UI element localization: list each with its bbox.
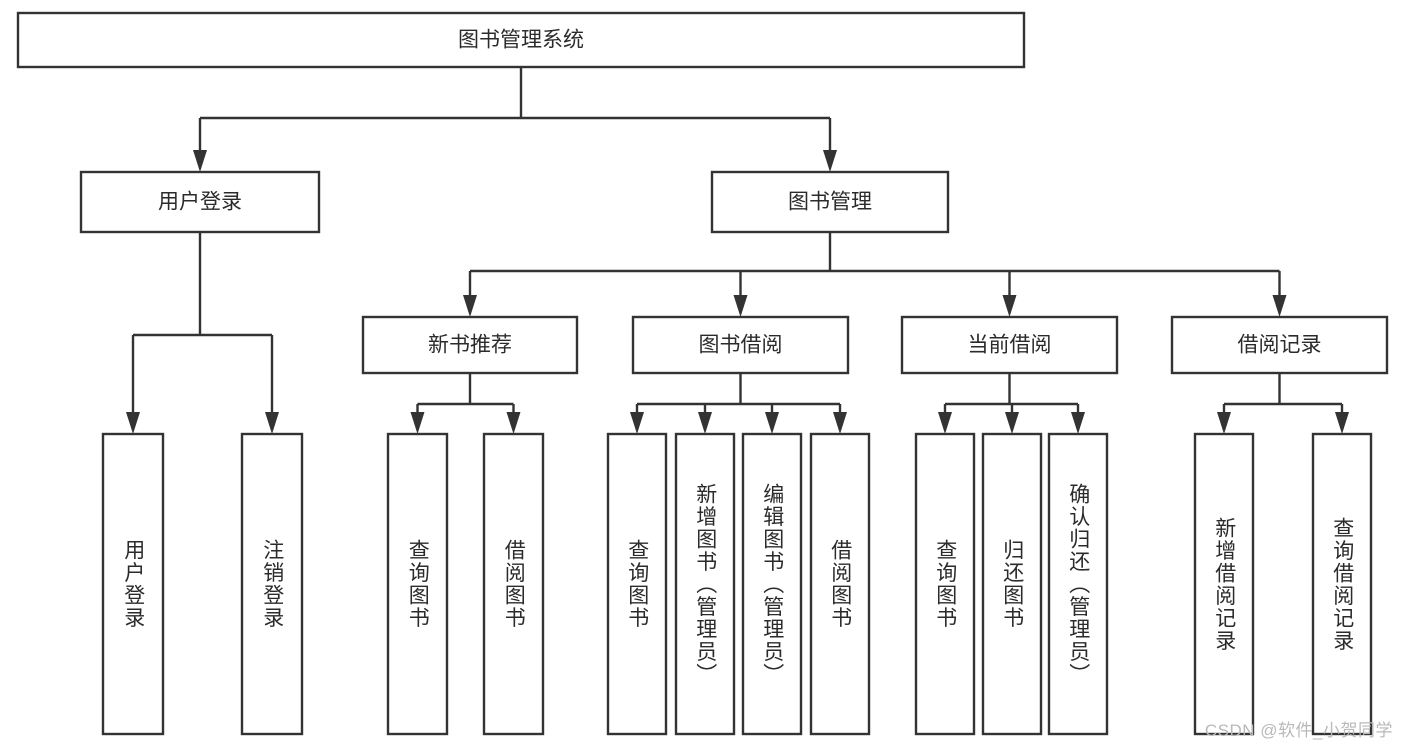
arrow-head-icon bbox=[463, 295, 477, 317]
node-label-login: 用户登录 bbox=[158, 191, 242, 214]
node-label-current: 当前借阅 bbox=[968, 334, 1052, 357]
node-box-login[interactable] bbox=[79, 170, 321, 234]
arrow-head-icon bbox=[1071, 412, 1085, 434]
node-box-bookmgmt[interactable] bbox=[710, 170, 950, 234]
node-box-leaf-user-login[interactable] bbox=[101, 432, 165, 736]
node-leaf-newbook-query[interactable] bbox=[386, 432, 449, 736]
watermark-text: CSDN @软件_小贺同学 bbox=[1204, 721, 1393, 740]
connector-group bbox=[410, 373, 521, 434]
node-box-leaf-current-query[interactable] bbox=[914, 432, 976, 736]
arrow-head-icon bbox=[1335, 412, 1349, 434]
node-box-leaf-record-query[interactable] bbox=[1311, 432, 1373, 736]
node-current[interactable]: 当前借阅 bbox=[900, 315, 1119, 375]
node-label-bookmgmt: 图书管理 bbox=[788, 191, 872, 214]
node-leaf-borrow-query[interactable] bbox=[606, 432, 668, 736]
arrow-head-icon bbox=[1272, 295, 1287, 317]
arrow-head-icon bbox=[833, 412, 847, 434]
connector-group bbox=[193, 67, 837, 172]
node-leaf-user-logout[interactable] bbox=[240, 432, 304, 736]
node-leaf-current-query[interactable] bbox=[914, 432, 976, 736]
node-box-borrow[interactable] bbox=[631, 315, 850, 375]
arrow-head-icon bbox=[506, 412, 521, 434]
arrow-head-icon bbox=[630, 412, 644, 434]
arrow-head-icon bbox=[1217, 412, 1231, 434]
node-box-leaf-current-confirm[interactable] bbox=[1047, 432, 1109, 736]
arrow-head-icon bbox=[823, 150, 837, 172]
node-box-leaf-borrow-lend[interactable] bbox=[809, 432, 871, 736]
node-borrow[interactable]: 图书借阅 bbox=[631, 315, 850, 375]
node-root[interactable]: 图书管理系统 bbox=[16, 11, 1026, 69]
node-records[interactable]: 借阅记录 bbox=[1170, 315, 1389, 375]
node-newbook[interactable]: 新书推荐 bbox=[361, 315, 579, 375]
node-box-leaf-current-return[interactable] bbox=[981, 432, 1043, 736]
node-box-leaf-user-logout[interactable] bbox=[240, 432, 304, 736]
node-box-leaf-record-add[interactable] bbox=[1193, 432, 1255, 736]
arrow-head-icon bbox=[733, 295, 748, 317]
node-box-leaf-borrow-add[interactable] bbox=[674, 432, 736, 736]
node-leaf-newbook-borrow[interactable] bbox=[482, 432, 545, 736]
node-leaf-current-return[interactable] bbox=[981, 432, 1043, 736]
connector-group bbox=[126, 232, 279, 434]
connector-group bbox=[630, 373, 847, 434]
connector-group bbox=[463, 232, 1287, 317]
connector-layer bbox=[126, 67, 1349, 434]
node-label-borrow: 图书借阅 bbox=[699, 334, 783, 357]
arrow-head-icon bbox=[126, 412, 140, 434]
arrow-head-icon bbox=[410, 412, 425, 434]
arrow-head-icon bbox=[1005, 412, 1019, 434]
node-label-newbook: 新书推荐 bbox=[428, 334, 512, 357]
node-box-leaf-newbook-query[interactable] bbox=[386, 432, 449, 736]
node-bookmgmt[interactable]: 图书管理 bbox=[710, 170, 950, 234]
node-leaf-user-login[interactable] bbox=[101, 432, 165, 736]
arrow-head-icon bbox=[265, 412, 279, 434]
node-box-root[interactable] bbox=[16, 11, 1026, 69]
arrow-head-icon bbox=[1002, 295, 1017, 317]
node-box-leaf-borrow-edit[interactable] bbox=[741, 432, 803, 736]
arrow-head-icon bbox=[698, 412, 712, 434]
node-login[interactable]: 用户登录 bbox=[79, 170, 321, 234]
node-label-records: 借阅记录 bbox=[1238, 334, 1322, 357]
arrow-head-icon bbox=[193, 150, 207, 172]
node-leaf-borrow-add[interactable] bbox=[674, 432, 736, 736]
node-leaf-borrow-edit[interactable] bbox=[741, 432, 803, 736]
node-leaf-record-query[interactable] bbox=[1311, 432, 1373, 736]
connector-group bbox=[938, 373, 1085, 434]
node-box-leaf-borrow-query[interactable] bbox=[606, 432, 668, 736]
node-box-newbook[interactable] bbox=[361, 315, 579, 375]
node-label-root: 图书管理系统 bbox=[458, 29, 584, 52]
node-leaf-borrow-lend[interactable] bbox=[809, 432, 871, 736]
arrow-head-icon bbox=[765, 412, 779, 434]
node-leaf-current-confirm[interactable] bbox=[1047, 432, 1109, 736]
node-box-records[interactable] bbox=[1170, 315, 1389, 375]
node-box-current[interactable] bbox=[900, 315, 1119, 375]
connector-group bbox=[1217, 373, 1349, 434]
arrow-head-icon bbox=[938, 412, 952, 434]
node-leaf-record-add[interactable] bbox=[1193, 432, 1255, 736]
node-box-leaf-newbook-borrow[interactable] bbox=[482, 432, 545, 736]
